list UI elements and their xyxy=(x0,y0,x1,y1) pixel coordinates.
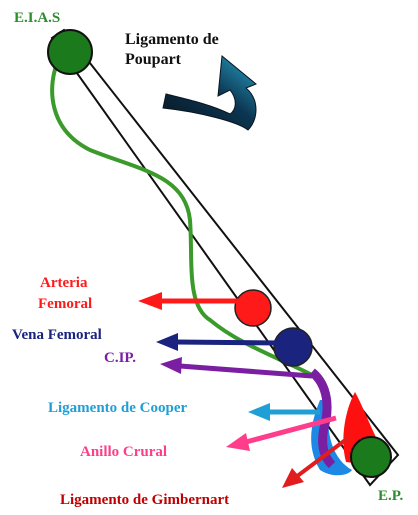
eias-circle xyxy=(48,30,92,74)
vena-label: Vena Femoral xyxy=(12,327,102,343)
arteria-arrow xyxy=(138,292,243,310)
arteria-label-line2: Femoral xyxy=(38,296,92,312)
anillo-label: Anillo Crural xyxy=(80,444,167,460)
ep-circle xyxy=(351,437,391,477)
poupart-label-line1: Ligamento de xyxy=(125,31,219,48)
cip-label: C.IP. xyxy=(104,350,136,366)
poupart-label-line2: Poupart xyxy=(125,51,182,68)
ep-label: E.P. xyxy=(378,488,404,504)
cooper-label: Ligamento de Cooper xyxy=(48,400,187,416)
eias-label: E.I.A.S xyxy=(14,10,60,26)
cooper-arrow xyxy=(248,403,320,421)
vena-circle xyxy=(274,328,312,366)
arteria-circle xyxy=(235,290,271,326)
arteria-label-line1: Arteria xyxy=(40,275,88,291)
gimbernat-label: Ligamento de Gimbernart xyxy=(60,492,229,508)
